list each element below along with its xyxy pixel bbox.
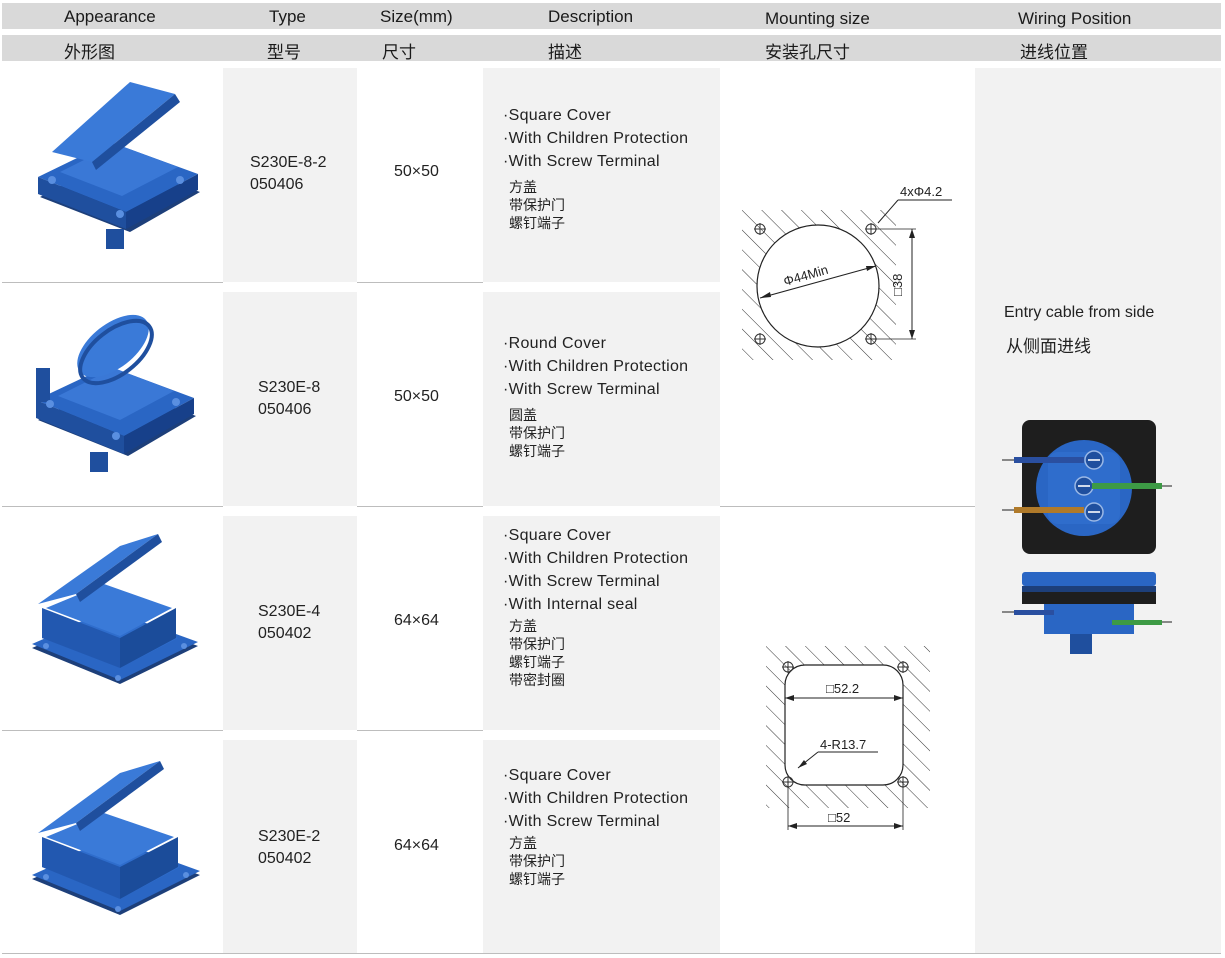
- row1-code: 050406: [250, 176, 304, 193]
- desc-line: ·Square Cover: [503, 527, 611, 544]
- desc-line: ·With Screw Terminal: [503, 813, 660, 830]
- desc-line-zh: 方盖: [509, 836, 537, 852]
- desc-line-zh: 螺钉端子: [509, 444, 565, 460]
- header-row-en: Appearance Type Size(mm) Description Mou…: [2, 3, 1221, 29]
- desc-line-zh: 螺钉端子: [509, 655, 565, 671]
- desc-line-zh: 带保护门: [509, 854, 565, 870]
- socket-image-round-cover: [36, 314, 196, 472]
- row4-model: S230E-2: [258, 828, 321, 845]
- desc-line-zh: 方盖: [509, 180, 537, 196]
- dim-spacing-large: □52: [828, 810, 850, 825]
- row4-description: ·Square Cover ·With Children Protection …: [503, 764, 688, 889]
- row4-code: 050402: [258, 850, 312, 867]
- desc-line: ·With Screw Terminal: [503, 573, 660, 590]
- row4-type: S230E-2 050402: [258, 826, 320, 870]
- desc-line: ·Square Cover: [503, 767, 611, 784]
- header-zh-mounting-size: 安装孔尺寸: [765, 43, 850, 63]
- wiring-text-zh: 从侧面进线: [1006, 337, 1091, 357]
- desc-line-zh: 方盖: [509, 619, 537, 635]
- socket-image-square-cover: [38, 82, 200, 249]
- row-separator: [2, 730, 718, 731]
- dim-spacing: □38: [890, 274, 905, 296]
- desc-line: ·With Screw Terminal: [503, 153, 660, 170]
- header-zh-type: 型号: [267, 43, 301, 63]
- row-separator: [2, 282, 718, 283]
- mounting-diagram-round-hole: Φ44Min 4xΦ4.2 □38: [742, 184, 952, 360]
- desc-line: ·With Children Protection: [503, 790, 689, 807]
- dim-radius: 4-R13.7: [820, 737, 866, 752]
- header-mounting-size: Mounting size: [765, 9, 870, 28]
- header-row-zh: 外形图 型号 尺寸 描述 安装孔尺寸 进线位置: [2, 35, 1221, 63]
- desc-line: ·Square Cover: [503, 107, 611, 124]
- row2-description: ·Round Cover ·With Children Protection ·…: [503, 332, 688, 461]
- socket-image-sealed-square-cover: [32, 534, 198, 684]
- desc-line: ·Round Cover: [503, 335, 607, 352]
- row3-description: ·Square Cover ·With Children Protection …: [503, 524, 688, 690]
- row1-description: ·Square Cover ·With Children Protection …: [503, 104, 688, 233]
- row2-type: S230E-8 050406: [258, 377, 320, 421]
- wiring-diagram-top-view: [1002, 420, 1172, 554]
- desc-line-zh: 带保护门: [509, 637, 565, 653]
- desc-line: ·With Internal seal: [503, 596, 638, 613]
- desc-line: ·With Children Protection: [503, 550, 689, 567]
- header-type: Type: [269, 7, 306, 26]
- desc-line: ·With Children Protection: [503, 358, 689, 375]
- dim-square: □52.2: [826, 681, 859, 696]
- row1-model: S230E-8-2: [250, 154, 327, 171]
- mounting-diagram-square-hole: □52.2 4-R13.7 □52: [766, 646, 930, 830]
- header-wiring-position: Wiring Position: [1018, 9, 1132, 28]
- desc-line-zh: 螺钉端子: [509, 872, 565, 888]
- row4-size: 64×64: [394, 837, 439, 854]
- desc-line-zh: 带保护门: [509, 198, 565, 214]
- row3-code: 050402: [258, 625, 312, 642]
- wiring-diagram-side-view: [1002, 572, 1172, 654]
- header-description: Description: [548, 7, 634, 26]
- header-zh-size: 尺寸: [382, 43, 416, 63]
- header-zh-appearance: 外形图: [64, 43, 115, 63]
- desc-line: ·With Children Protection: [503, 130, 689, 147]
- header-zh-wiring-position: 进线位置: [1020, 43, 1088, 63]
- header-zh-description: 描述: [548, 43, 582, 63]
- row2-size: 50×50: [394, 388, 439, 405]
- dim-holes: 4xΦ4.2: [900, 184, 942, 199]
- desc-line-zh: 带密封圈: [509, 673, 565, 689]
- row3-size: 64×64: [394, 612, 439, 629]
- socket-image-square-cover-large: [32, 761, 200, 915]
- header-size: Size(mm): [380, 7, 453, 26]
- wiring-text-en: Entry cable from side: [1004, 304, 1155, 321]
- row2-code: 050406: [258, 401, 312, 418]
- desc-line-zh: 螺钉端子: [509, 216, 565, 232]
- row-separator: [2, 953, 1221, 954]
- desc-line: ·With Screw Terminal: [503, 381, 660, 398]
- desc-line-zh: 带保护门: [509, 426, 565, 442]
- row3-model: S230E-4: [258, 603, 321, 620]
- row1-type: S230E-8-2 050406: [250, 152, 327, 196]
- header-appearance: Appearance: [64, 7, 156, 26]
- row2-model: S230E-8: [258, 379, 321, 396]
- row1-size: 50×50: [394, 163, 439, 180]
- desc-line-zh: 圆盖: [509, 408, 537, 424]
- row3-type: S230E-4 050402: [258, 601, 320, 645]
